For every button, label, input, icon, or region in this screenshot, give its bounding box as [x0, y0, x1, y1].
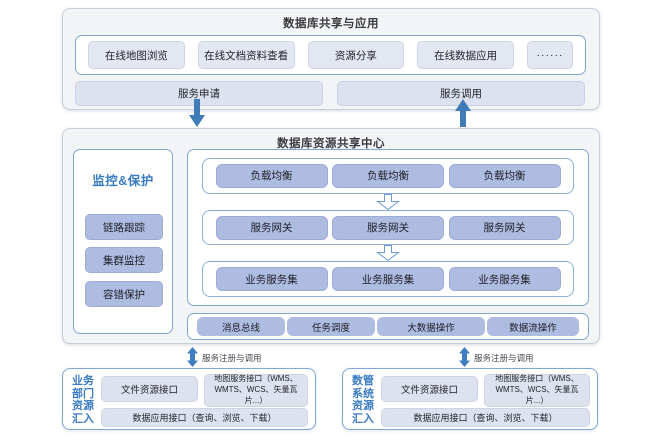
business-service-pill: 业务服务集: [215, 267, 328, 292]
vlabel-line: 汇入: [72, 412, 94, 425]
monitor-protect-sidebar: 监控&保护 链路跟踪 集群监控 容错保护: [73, 149, 173, 334]
up-arrow-icon: [455, 99, 471, 127]
app-pill-ellipsis: ······: [527, 41, 573, 69]
vlabel-line: 业务: [72, 375, 94, 387]
vlabel-line: 汇入: [352, 412, 374, 425]
center-panel-title: 数据库资源共享中心: [277, 138, 385, 150]
file-resource-interface-pill: 文件资源接口: [101, 376, 198, 402]
load-balance-row: 负载均衡 负载均衡 负载均衡: [202, 158, 574, 194]
message-bus-pill: 消息总线: [197, 317, 285, 336]
vlabel-line: 系统: [352, 387, 374, 400]
task-schedule-pill: 任务调度: [287, 317, 375, 336]
sidebar-pill-cluster-monitor: 集群监控: [85, 247, 163, 273]
data-app-interface-pill: 数据应用接口（查询、浏览、下载）: [101, 408, 308, 427]
data-stream-ops-pill: 数据流操作: [487, 317, 579, 336]
hollow-down-arrow-icon: [376, 245, 400, 262]
service-gateway-pill: 服务网关: [448, 215, 561, 240]
business-service-row: 业务服务集 业务服务集 业务服务集: [202, 261, 574, 298]
top-panel: 数据库共享与应用 在线地图浏览 在线文档资料查看 资源分享 在线数据应用 ···…: [62, 8, 600, 110]
vlabel-line: 资源: [352, 400, 374, 412]
double-arrow-icon: [186, 347, 199, 367]
bus-row-container: 消息总线 任务调度 大数据操作 数据流操作: [187, 313, 589, 340]
down-arrow-icon: [189, 99, 205, 127]
map-service-interface-pill: 地图服务接口（WMS、WMTS、WCS、矢量瓦片...）: [204, 374, 308, 407]
apps-container: 在线地图浏览 在线文档资料查看 资源分享 在线数据应用 ······: [75, 35, 586, 75]
app-pill-online-data: 在线数据应用: [417, 41, 514, 69]
vlabel-line: 数管: [352, 375, 374, 387]
sidebar-title: 监控&保护: [92, 174, 154, 188]
data-mgmt-vertical-label: 数管 系统 资源 汇入: [350, 375, 376, 425]
data-mgmt-resource-box: 数管 系统 资源 汇入 文件资源接口 地图服务接口（WMS、WMTS、WCS、矢…: [342, 368, 598, 430]
service-gateway-row: 服务网关 服务网关 服务网关: [202, 209, 574, 246]
map-service-interface-pill: 地图服务接口（WMS、WMTS、WCS、矢量瓦片...）: [484, 374, 590, 407]
business-service-pill: 业务服务集: [332, 267, 444, 292]
sidebar-pill-fault-tolerance: 容错保护: [85, 281, 163, 307]
service-gateway-pill: 服务网关: [215, 215, 328, 240]
business-dept-vertical-label: 业务 部门 资源 汇入: [70, 375, 96, 425]
big-data-ops-pill: 大数据操作: [377, 317, 485, 336]
vlabel-line: 资源: [72, 400, 94, 412]
data-app-interface-pill: 数据应用接口（查询、浏览、下载）: [381, 408, 590, 427]
sidebar-pill-link-trace: 链路跟踪: [85, 214, 163, 240]
app-pill-resource-share: 资源分享: [307, 41, 405, 69]
file-resource-interface-pill: 文件资源接口: [381, 376, 478, 402]
business-service-pill: 业务服务集: [448, 267, 561, 292]
vlabel-line: 部门: [72, 387, 94, 400]
center-panel: 数据库资源共享中心 监控&保护 链路跟踪 集群监控 容错保护 负载均衡 负载均衡…: [62, 128, 600, 344]
double-arrow-icon: [458, 347, 471, 367]
load-balance-pill: 负载均衡: [332, 163, 444, 188]
app-pill-online-map: 在线地图浏览: [88, 41, 185, 69]
register-invoke-label: 服务注册与调用: [202, 353, 262, 363]
service-grid-container: 负载均衡 负载均衡 负载均衡 服务网关 服务网关 服务网关 业务服务集 业务服务…: [187, 149, 589, 306]
app-pill-online-doc: 在线文档资料查看: [197, 41, 295, 69]
top-panel-title: 数据库共享与应用: [283, 18, 379, 30]
register-invoke-label: 服务注册与调用: [474, 353, 534, 363]
hollow-down-arrow-icon: [376, 193, 400, 210]
service-gateway-pill: 服务网关: [332, 215, 444, 240]
business-dept-resource-box: 业务 部门 资源 汇入 文件资源接口 地图服务接口（WMS、WMTS、WCS、矢…: [62, 368, 316, 430]
load-balance-pill: 负载均衡: [448, 163, 561, 188]
load-balance-pill: 负载均衡: [215, 163, 328, 188]
